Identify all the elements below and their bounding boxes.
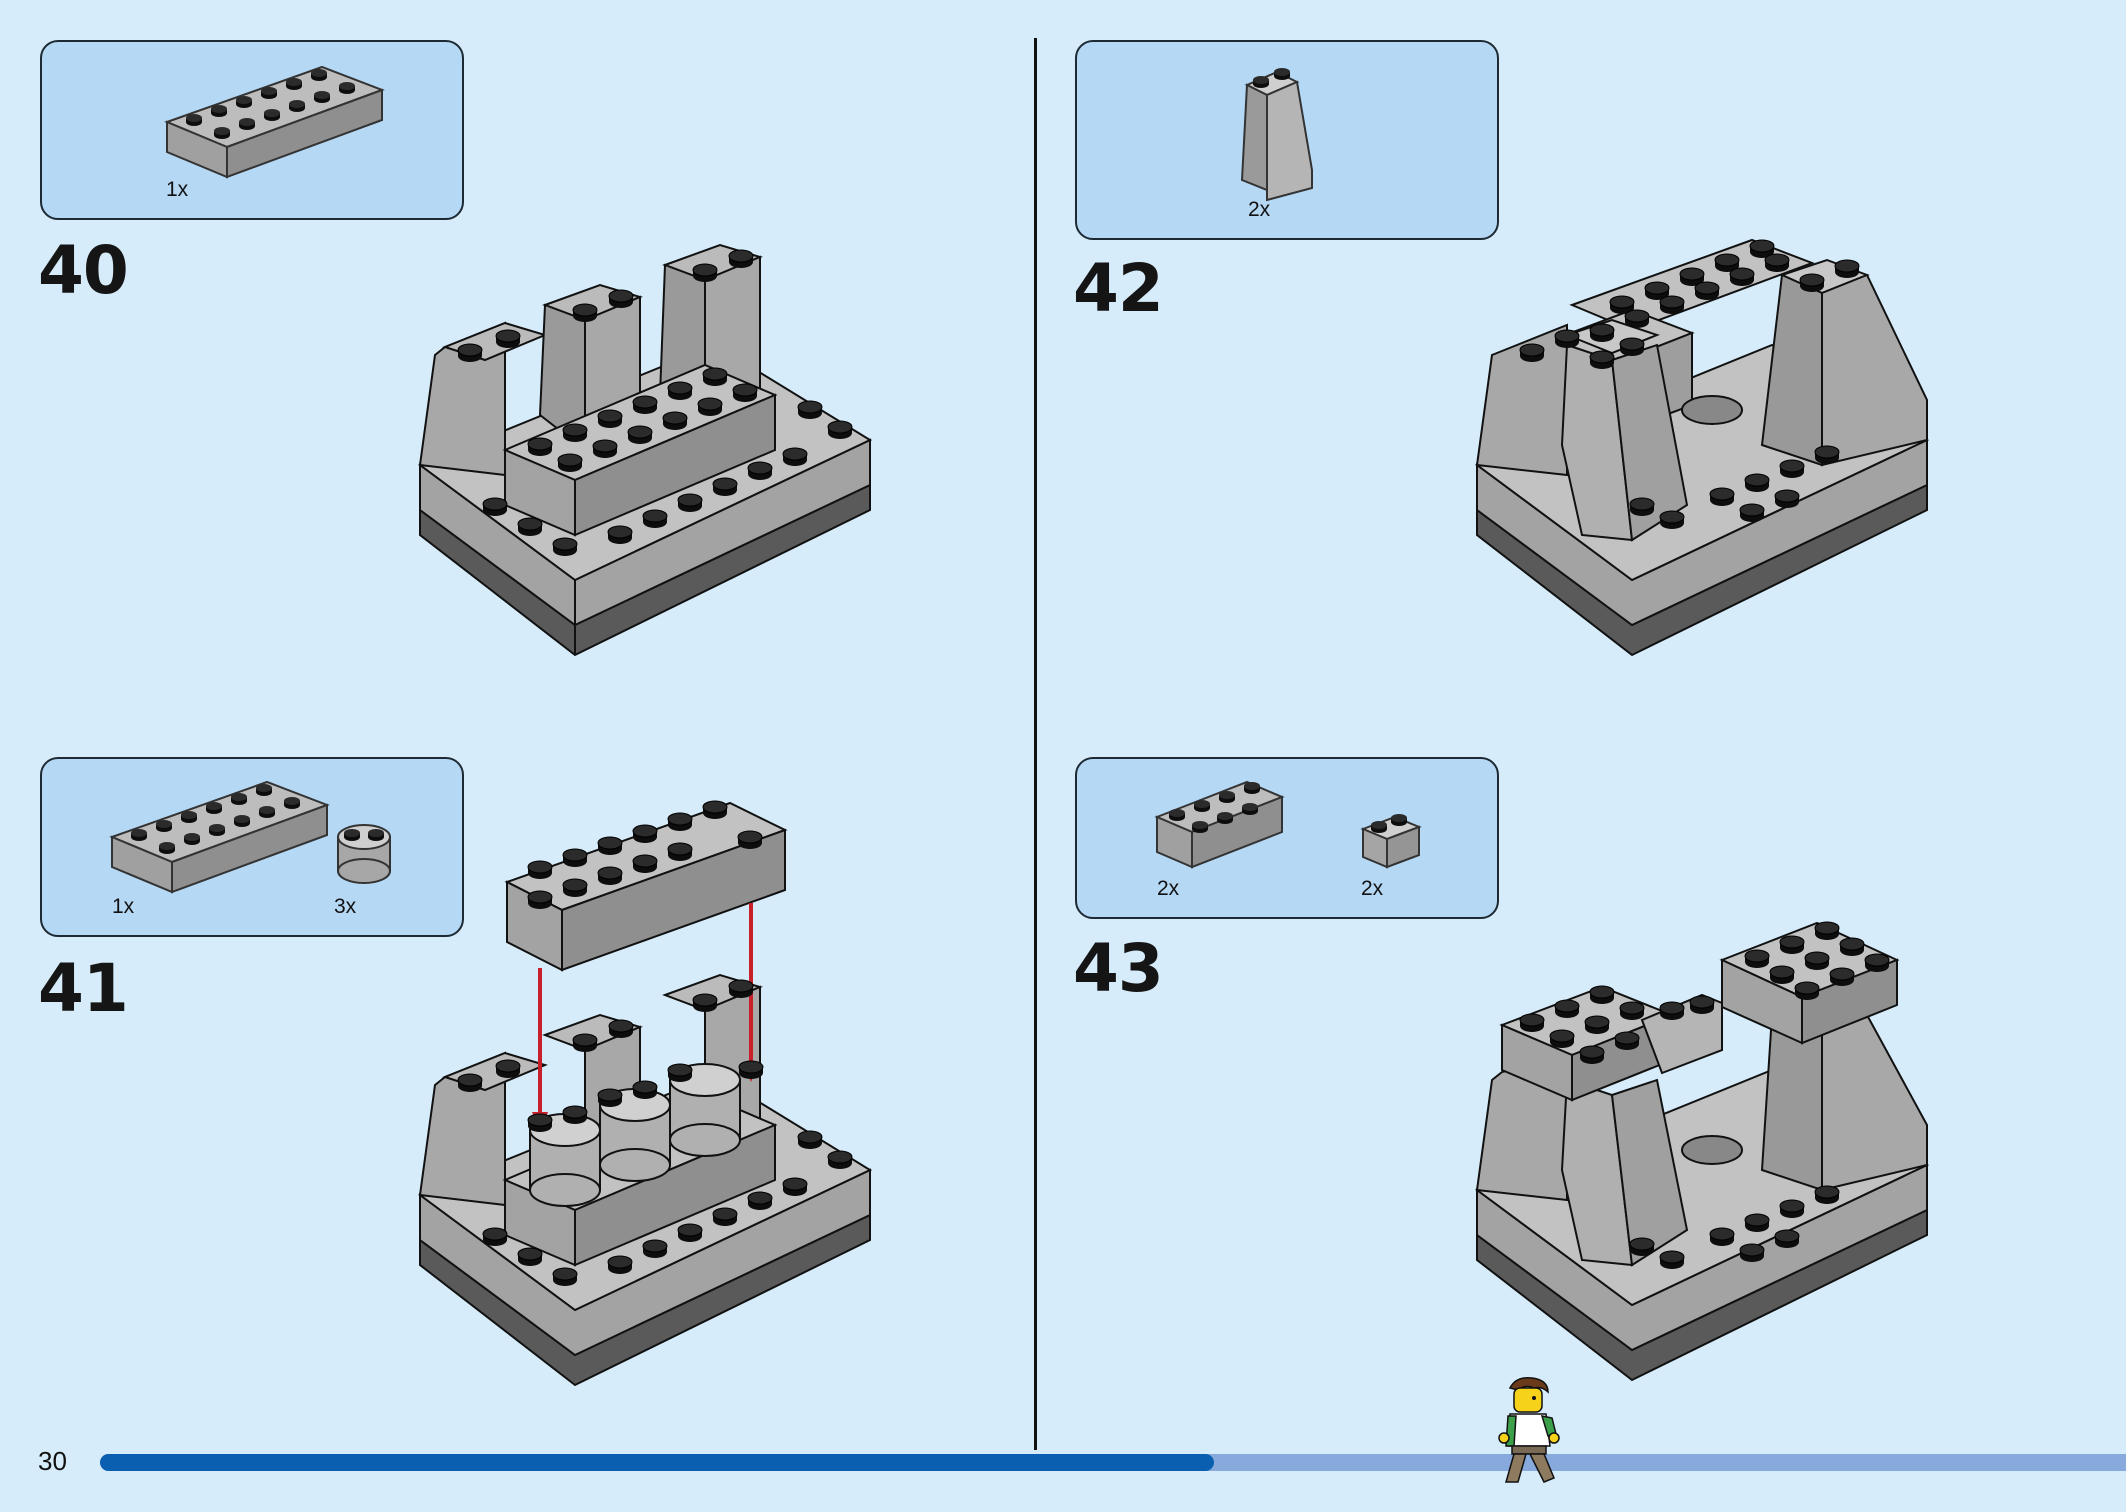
part-quantity: 1x: [112, 895, 135, 918]
part-quantity: 2x: [1157, 877, 1180, 900]
page-number: 30: [38, 1446, 67, 1476]
step-number: 40: [38, 232, 129, 309]
brick-2x4-icon: [1154, 780, 1285, 869]
step-42-model: [1474, 238, 1930, 657]
step-number: 42: [1073, 250, 1164, 327]
step-number: 41: [38, 950, 129, 1027]
step-43-model: [1474, 921, 1930, 1382]
page-divider: [1034, 38, 1037, 1450]
parts-callout-step-43: 2x 2x: [1075, 757, 1499, 919]
minifigure-icon: [1498, 1376, 1560, 1483]
parts-callout-step-42: 2x: [1075, 40, 1499, 240]
progress-bar: [100, 1454, 2126, 1471]
part-quantity: 1x: [166, 178, 189, 201]
step-41-model: [417, 800, 873, 1387]
slope-brick-icon: [1240, 68, 1313, 202]
part-quantity: 2x: [1248, 198, 1271, 221]
step-number: 43: [1073, 930, 1164, 1007]
part-quantity: 3x: [334, 895, 357, 918]
corner-brick-icon: [1360, 814, 1422, 869]
progress-fill: [100, 1454, 1215, 1471]
step-40-model: [417, 243, 873, 657]
parts-callout-step-41: 1x 3x: [40, 757, 464, 937]
brick-2x6-icon: [164, 65, 385, 179]
part-quantity: 2x: [1361, 877, 1384, 900]
round-brick-2x2-icon: [337, 824, 391, 884]
brick-2x6-icon: [109, 780, 330, 894]
parts-callout-step-40: 1x: [40, 40, 464, 220]
